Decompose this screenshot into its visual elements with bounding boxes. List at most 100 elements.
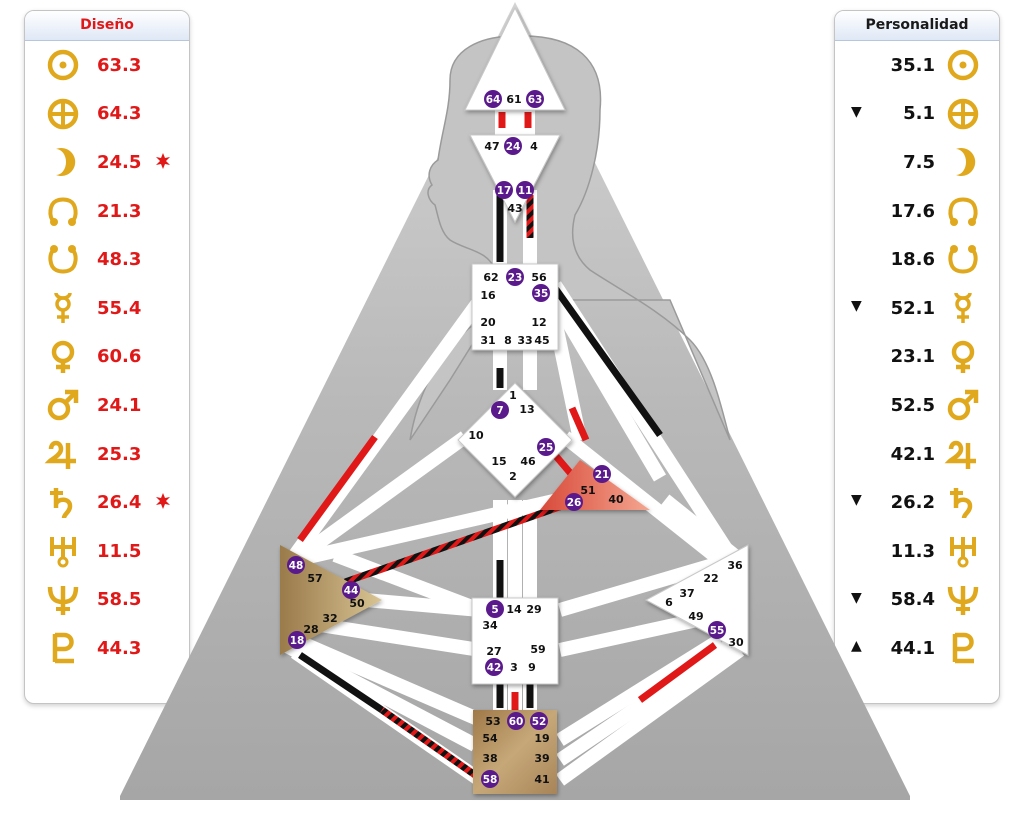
- gate-number: 30: [728, 636, 744, 649]
- design-planet-row: 11.5: [25, 527, 189, 576]
- planet-symbol: [941, 631, 985, 665]
- gate-line-value: 24.5: [97, 151, 142, 173]
- neptune-icon: [47, 585, 79, 615]
- venus-icon: [951, 340, 975, 373]
- design-planet-row: 60.6: [25, 333, 189, 382]
- design-planet-row: 25.3: [25, 430, 189, 479]
- gate-label: 20: [480, 316, 496, 329]
- gate-label: 27: [486, 645, 501, 658]
- gate-number: 1: [509, 389, 517, 402]
- gate-label: 22: [703, 572, 718, 585]
- gate-label: 51: [580, 484, 595, 497]
- gate-activation-marker: [507, 712, 525, 730]
- gate-line-value: 23.1: [890, 346, 935, 368]
- gate-label: 63: [528, 94, 543, 106]
- south-node-icon: [48, 244, 78, 274]
- personality-planet-row: 7.5: [835, 138, 999, 187]
- gate-number: 14: [506, 603, 522, 616]
- active-gate: 63: [526, 90, 544, 108]
- north-node-icon: [48, 197, 78, 227]
- gate-label: 1: [509, 389, 517, 402]
- gate-label: 41: [534, 773, 549, 786]
- design-planet-row: 64.3: [25, 90, 189, 139]
- gate-label: 23: [508, 272, 523, 284]
- personality-planet-row: ▼ 5.1: [835, 90, 999, 139]
- planet-symbol: [41, 534, 85, 568]
- gate-number: 32: [322, 612, 337, 625]
- gate-line-value: 63.3: [97, 54, 142, 76]
- planet-symbol: [941, 437, 985, 471]
- spleen-center: [280, 545, 382, 655]
- gate-label: 24: [506, 141, 521, 153]
- personality-planet-row: 23.1: [835, 333, 999, 382]
- active-gate: 21: [593, 465, 611, 483]
- gate-activation-marker: [537, 438, 555, 456]
- gate-label: 35: [534, 288, 549, 300]
- sun-icon: [947, 50, 979, 81]
- gate-number: 8: [504, 334, 512, 347]
- gate-label: 34: [482, 619, 498, 632]
- active-gate: 23: [506, 268, 524, 286]
- gate-activation-marker: [532, 284, 550, 302]
- gate-label: 10: [468, 429, 484, 442]
- active-gate: 58: [481, 770, 499, 788]
- personality-planet-row: ▲ 44.1: [835, 624, 999, 673]
- design-planet-row: 55.4: [25, 284, 189, 333]
- channel-lines: [281, 110, 745, 786]
- down-arrow-icon: ▼: [851, 492, 862, 509]
- gate-number: 50: [349, 597, 365, 610]
- personality-planet-row: 35.1: [835, 41, 999, 90]
- gate-number: 9: [528, 661, 536, 674]
- gate-number: 10: [468, 429, 484, 442]
- south-node-icon: [948, 244, 978, 274]
- gate-label: 16: [480, 289, 496, 302]
- gate-line-value: 48.3: [97, 249, 142, 271]
- personality-planet-row: ▼ 58.4: [835, 576, 999, 625]
- gate-activation-marker: [504, 137, 522, 155]
- active-gate: 17: [495, 181, 513, 199]
- planet-symbol: [41, 340, 85, 374]
- down-arrow-icon: ▼: [851, 297, 862, 314]
- gate-label: 46: [520, 455, 536, 468]
- gate-number: 33: [517, 334, 532, 347]
- personality-planet-row: 18.6: [835, 235, 999, 284]
- saturn-icon: [950, 487, 973, 519]
- active-gate: 18: [288, 631, 306, 649]
- gate-label: 55: [710, 625, 725, 637]
- gate-number: 57: [307, 572, 322, 585]
- up-arrow-icon: ▲: [851, 638, 862, 655]
- gate-label: 53: [485, 715, 500, 728]
- gate-label: 36: [727, 559, 743, 572]
- gate-line-value: 7.5: [903, 151, 935, 173]
- active-gate: 60: [507, 712, 525, 730]
- gate-label: 44: [344, 585, 359, 597]
- gate-activation-marker: [481, 770, 499, 788]
- gate-line-value: 5.1: [903, 103, 935, 125]
- gate-activation-marker: [342, 581, 360, 599]
- gate-activation-marker: [593, 465, 611, 483]
- planet-symbol: [941, 243, 985, 277]
- gate-label: 26: [567, 497, 582, 509]
- gate-label: 3: [510, 661, 518, 674]
- design-planet-row: 48.3: [25, 235, 189, 284]
- pluto-icon: [52, 633, 74, 664]
- personality-planet-row: ▼ 26.2: [835, 478, 999, 527]
- gate-label: 30: [728, 636, 744, 649]
- gate-label: 38: [482, 752, 497, 765]
- design-planet-row: 21.3: [25, 187, 189, 236]
- jupiter-icon: [944, 440, 976, 470]
- active-gate: 35: [532, 284, 550, 302]
- gate-number: 16: [480, 289, 496, 302]
- planet-symbol: [41, 388, 85, 422]
- gate-number: 38: [482, 752, 497, 765]
- mercury-icon: [954, 292, 972, 324]
- gate-activation-marker: [485, 658, 503, 676]
- gate-line-value: 64.3: [97, 103, 142, 125]
- gate-label: 14: [506, 603, 522, 616]
- gate-activation-marker: [708, 621, 726, 639]
- gate-label: 25: [539, 442, 554, 454]
- earth-icon: [947, 98, 979, 130]
- gate-number: 2: [509, 470, 517, 483]
- gate-label: 43: [507, 202, 522, 215]
